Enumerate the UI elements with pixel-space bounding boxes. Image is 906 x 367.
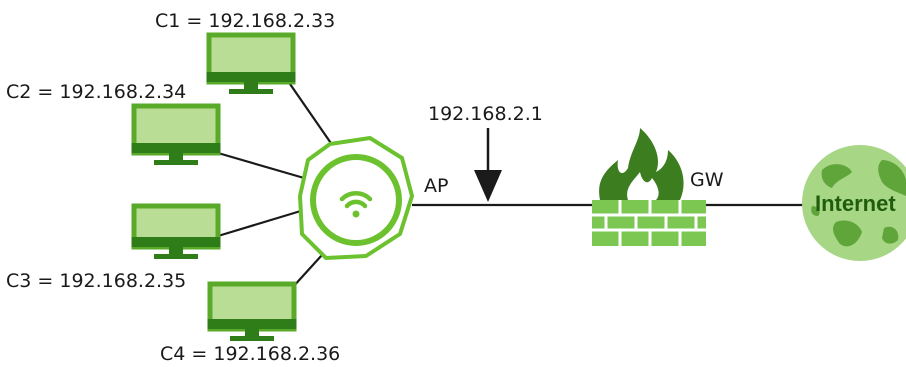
client-c3-label: C3 = 192.168.2.35 — [6, 270, 186, 292]
firewall-icon — [592, 128, 706, 246]
gw-label: GW — [690, 169, 724, 191]
link-c2-ap — [217, 151, 305, 180]
client-c3-monitor-icon — [131, 203, 221, 259]
client-c2-label: C2 = 192.168.2.34 — [6, 81, 186, 103]
ap-label: AP — [424, 175, 448, 197]
client-c1-monitor-icon — [206, 32, 296, 94]
ap-ip-label: 192.168.2.1 — [428, 103, 543, 125]
client-c1-label: C1 = 192.168.2.33 — [155, 10, 335, 32]
client-c4-monitor-icon — [207, 281, 297, 341]
link-c1-ap — [289, 83, 336, 150]
client-c4-label: C4 = 192.168.2.36 — [160, 343, 340, 365]
ip-arrow — [474, 128, 502, 202]
access-point-icon — [298, 136, 414, 260]
globe-icon — [802, 145, 906, 261]
wifi-icon — [339, 191, 373, 218]
connections — [217, 83, 805, 289]
link-c3-ap — [217, 208, 305, 238]
internet-label: Internet — [815, 191, 896, 216]
client-c2-monitor-icon — [131, 103, 221, 165]
